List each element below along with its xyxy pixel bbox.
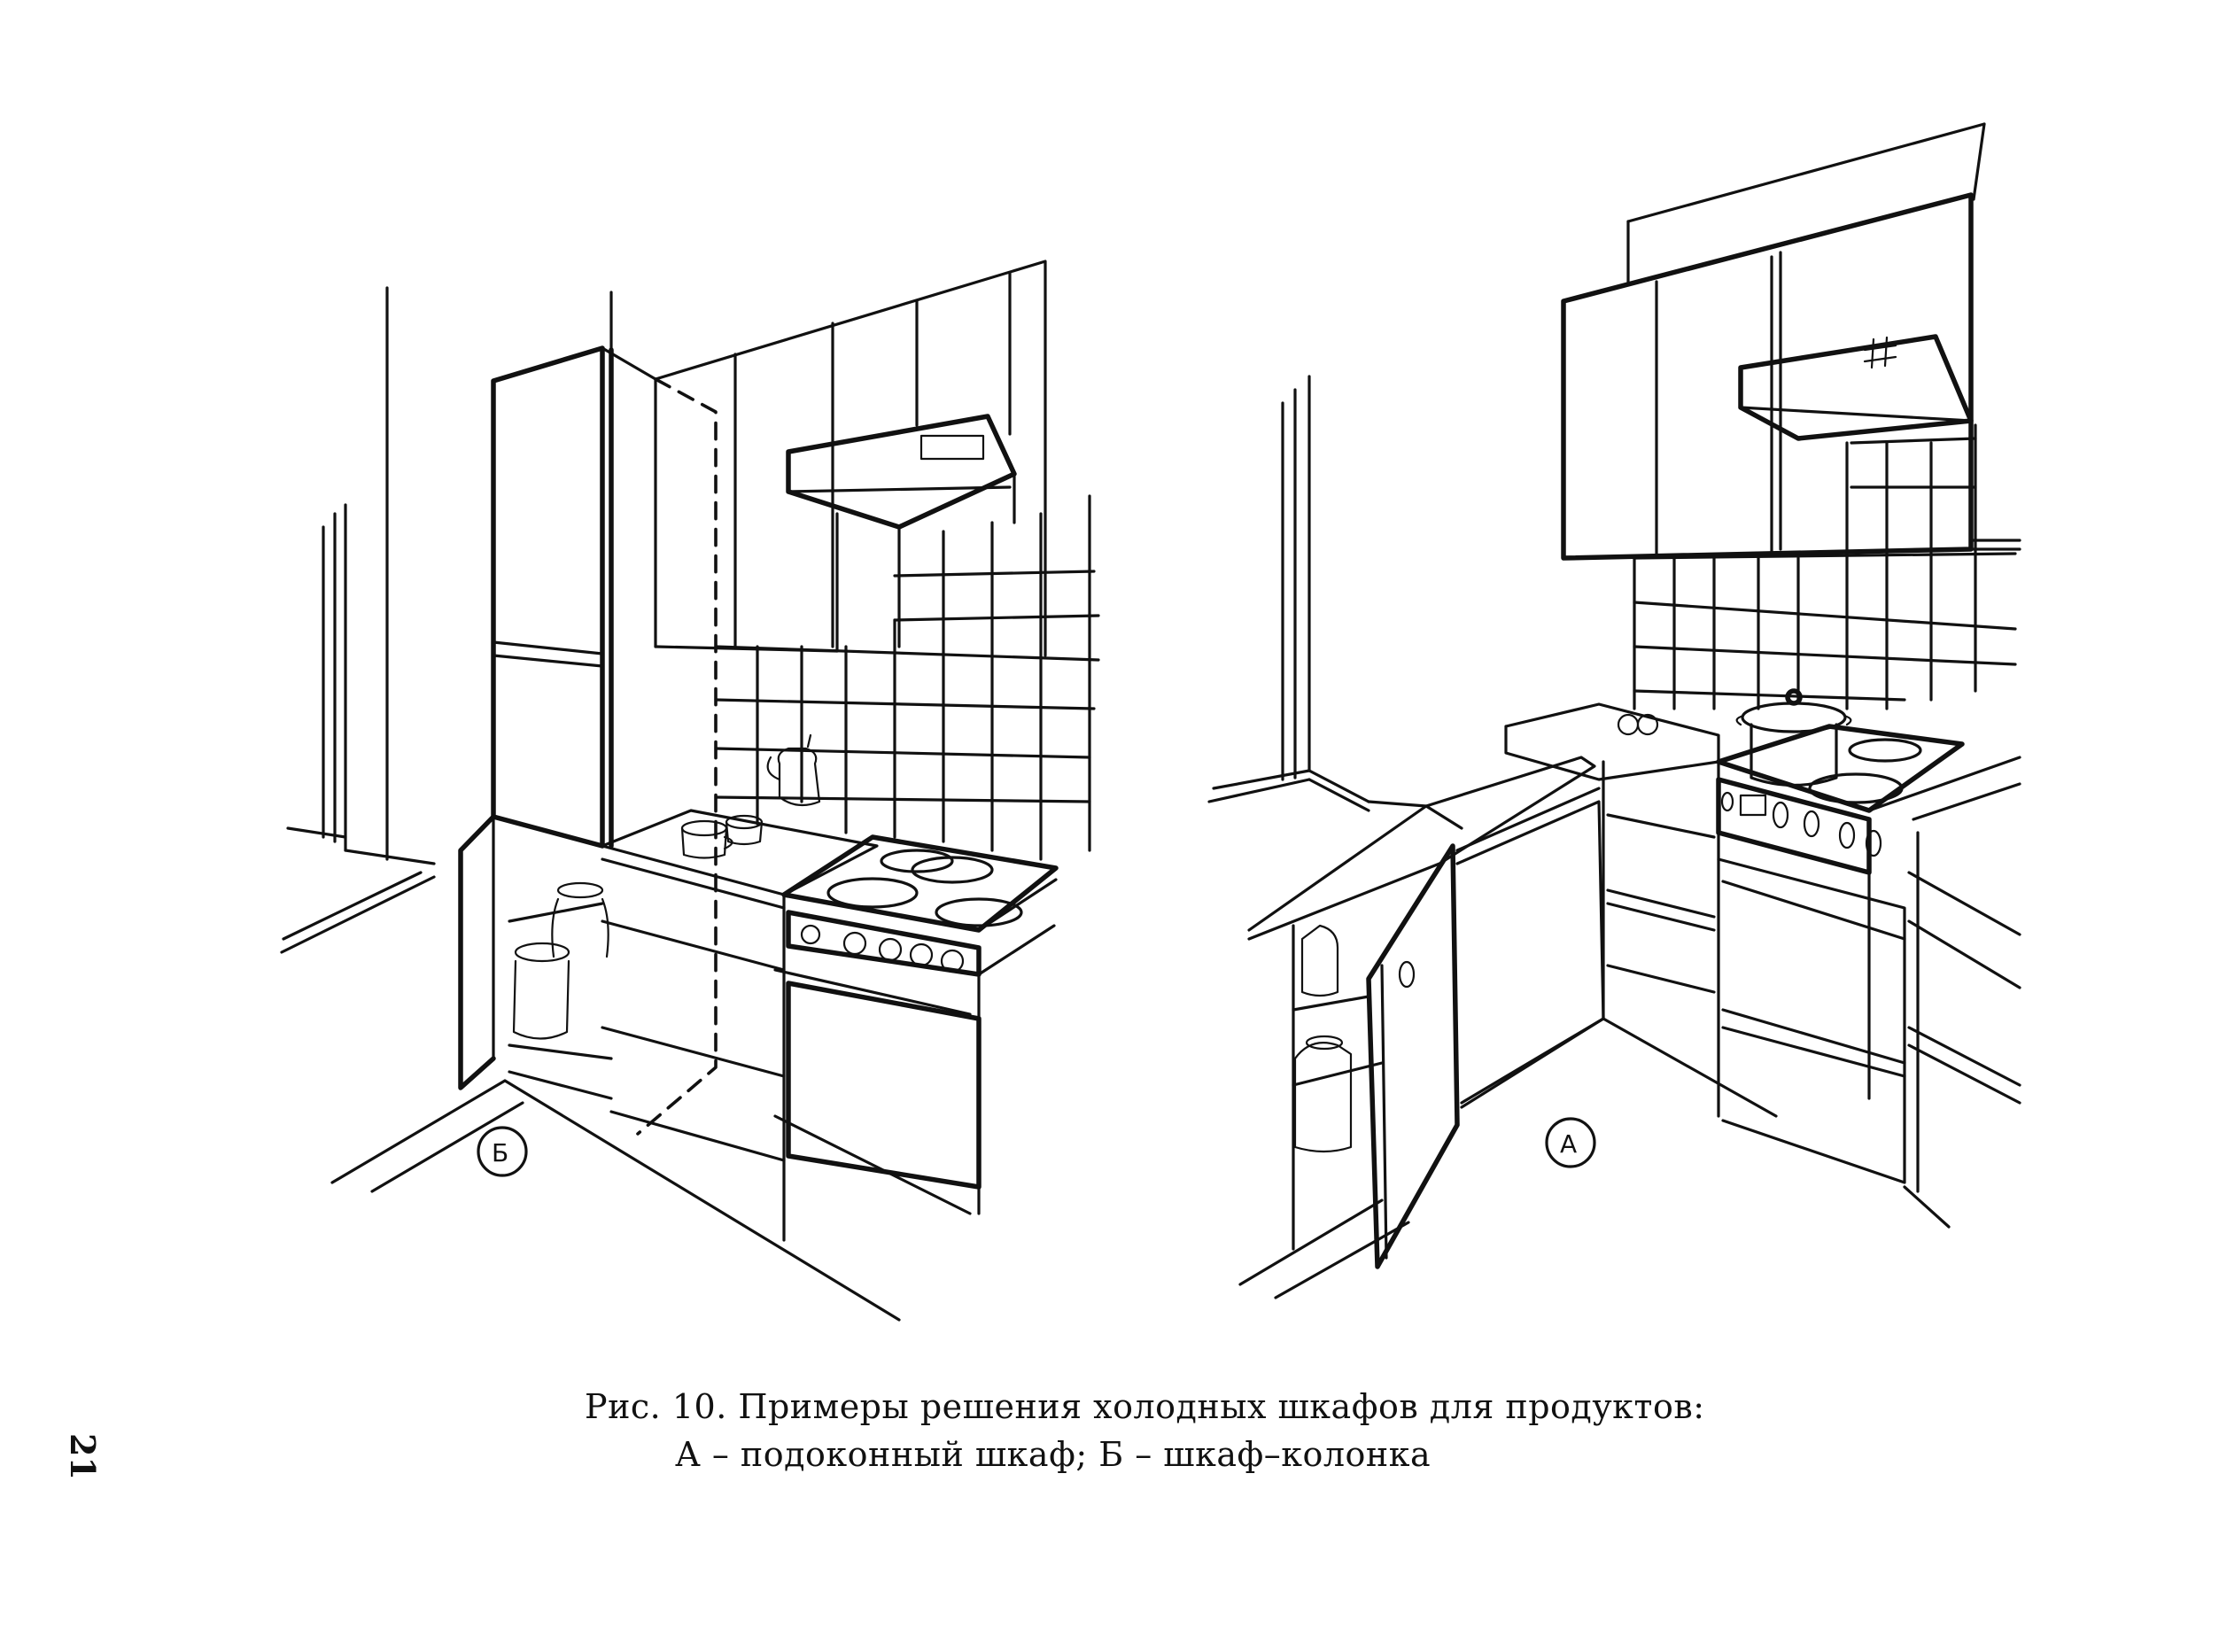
figure-caption-title: Рис. 10. Примеры решения холодных шкафов…: [585, 1387, 1705, 1426]
label-a: А: [1560, 1129, 1577, 1159]
figure-caption-legend: А – подоконный шкаф; Б – шкаф–колонка: [675, 1435, 1431, 1474]
label-b: Б: [492, 1138, 508, 1167]
drawing-b-column-cabinet: Б: [280, 260, 1100, 1322]
page-number: 21: [63, 1433, 103, 1480]
drawing-a-window-cabinet: А: [1207, 122, 2021, 1299]
